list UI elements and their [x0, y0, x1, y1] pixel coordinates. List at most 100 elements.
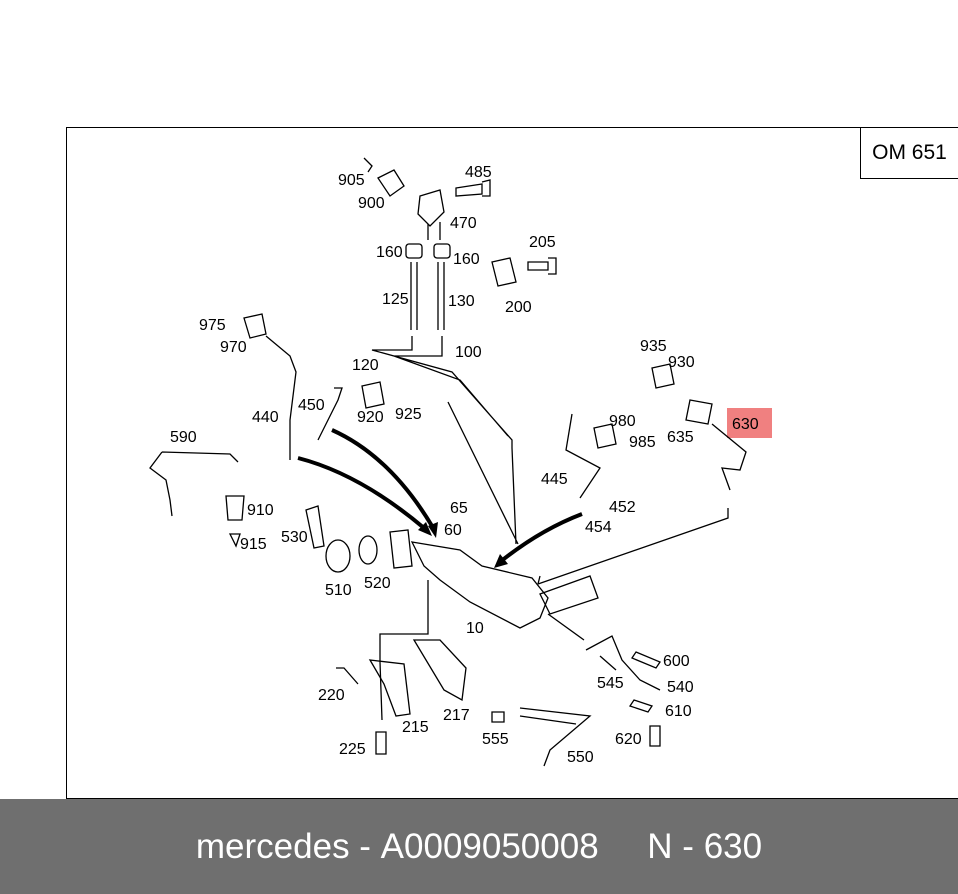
connector-980: [593, 423, 617, 449]
part-label-445: 445: [541, 471, 568, 488]
muffler-tail: [539, 575, 599, 615]
part-label-520: 520: [364, 575, 391, 592]
hose-130: [437, 262, 445, 330]
part-label-620: 620: [615, 731, 642, 748]
part-label-65: 65: [450, 500, 468, 517]
part-label-60: 60: [444, 522, 462, 539]
connector-920: [361, 381, 385, 409]
bolt-530: [305, 505, 325, 549]
part-label-215: 215: [402, 719, 429, 736]
bolt-225: [375, 731, 387, 755]
part-label-120: 120: [352, 357, 379, 374]
sensor-bracket-900: [377, 169, 445, 227]
part-label-900: 900: [358, 195, 385, 212]
connector-910: [225, 495, 245, 521]
arrow-cable-left: [297, 456, 426, 530]
sensor-cable-445: [565, 413, 601, 499]
part-label-600: 600: [663, 653, 690, 670]
sensor-970: [243, 313, 267, 339]
part-label-540: 540: [667, 679, 694, 696]
part-label-980: 980: [609, 413, 636, 430]
bolt-485: [455, 179, 491, 197]
spacer: [599, 827, 648, 867]
part-label-920: 920: [357, 409, 384, 426]
part-label-905: 905: [338, 172, 365, 189]
part-label-130: 130: [448, 293, 475, 310]
clamp-510: [325, 539, 351, 573]
arrow-head-mid: [428, 522, 438, 538]
bracket-215: [368, 659, 411, 717]
part-label-630: 630: [732, 416, 759, 433]
part-label-555: 555: [482, 731, 509, 748]
part-label-985: 985: [629, 434, 656, 451]
part-label-485: 485: [465, 164, 492, 181]
flange-inlet: [389, 529, 413, 569]
bolt-555: [491, 711, 505, 723]
part-label-635: 635: [667, 429, 694, 446]
clamp-160-left: [405, 243, 423, 259]
module-630: [685, 399, 713, 425]
bracket-200: [491, 257, 517, 287]
sensor-cable-630: [711, 423, 747, 491]
part-label-470: 470: [450, 215, 477, 232]
part-label-440: 440: [252, 409, 279, 426]
sensor-cable-590: [149, 451, 239, 517]
exploded-parts-diagram: 905 485 900 470 160 160 205 125 130 200 …: [149, 157, 772, 767]
part-label-915: 915: [240, 536, 267, 553]
part-label-454: 454: [585, 519, 612, 536]
hose-125: [410, 262, 418, 330]
part-label-930: 930: [668, 354, 695, 371]
part-label-970: 970: [220, 339, 247, 356]
leader-lines: [379, 401, 729, 721]
part-label-545: 545: [597, 675, 624, 692]
part-label-910: 910: [247, 502, 274, 519]
part-label-160b: 160: [453, 251, 480, 268]
part-label-590: 590: [170, 429, 197, 446]
part-label-550: 550: [567, 749, 594, 766]
part-label-200: 200: [505, 299, 532, 316]
part-label-100: 100: [455, 344, 482, 361]
part-label-452: 452: [609, 499, 636, 516]
sensor-450: [317, 387, 343, 441]
part-label-160a: 160: [376, 244, 403, 261]
ref-number: 630: [703, 826, 763, 866]
clip-610: [628, 699, 654, 713]
arrow-head-right: [494, 554, 508, 568]
bracket-550: [519, 707, 592, 767]
part-number: A0009050008: [380, 826, 599, 866]
part-label-610: 610: [665, 703, 692, 720]
brand-name: mercedes: [195, 826, 350, 866]
engine-model-label: OM 651: [860, 127, 958, 179]
connector-930: [651, 363, 675, 389]
clip-905: [363, 157, 373, 173]
part-label-205: 205: [529, 234, 556, 251]
part-label-450: 450: [298, 397, 325, 414]
part-label-530: 530: [281, 529, 308, 546]
bolt-205: [527, 257, 557, 275]
ref-prefix: N -: [647, 826, 704, 866]
dpf-main-10: [410, 541, 549, 629]
separator: -: [349, 826, 381, 866]
footer-caption: mercedes - A0009050008 N - 630: [0, 799, 958, 894]
part-label-935: 935: [640, 338, 667, 355]
clip-600: [631, 651, 661, 669]
part-label-925: 925: [395, 406, 422, 423]
gasket-520: [358, 535, 378, 565]
part-label-975: 975: [199, 317, 226, 334]
bolt-220: [336, 667, 359, 685]
hose-stubs-470: [427, 222, 441, 240]
arrow-cable-mid: [331, 428, 434, 528]
cable-440: [265, 335, 297, 460]
arrow-cable-right: [498, 512, 583, 564]
clamp-160-right: [433, 243, 451, 259]
part-label-125: 125: [382, 291, 409, 308]
clip-915: [228, 533, 241, 548]
part-label-220: 220: [318, 687, 345, 704]
bolt-620: [649, 725, 661, 747]
part-label-510: 510: [325, 582, 352, 599]
bracket-217: [412, 639, 467, 702]
part-label-225: 225: [339, 741, 366, 758]
pipe-100: [371, 336, 513, 448]
part-label-217: 217: [443, 707, 470, 724]
part-label-10: 10: [466, 620, 484, 637]
